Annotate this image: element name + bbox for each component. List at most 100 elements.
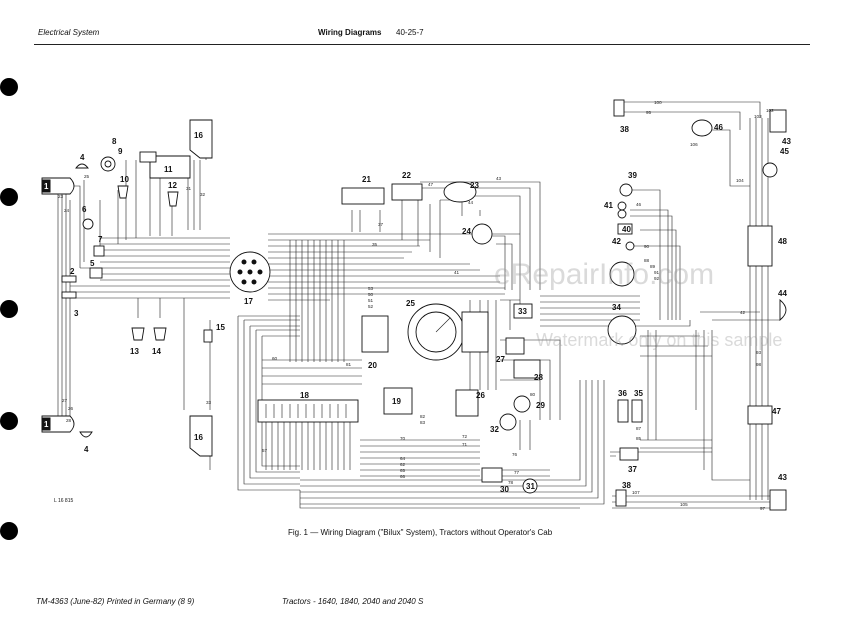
- tail-lamp-16-top: 16: [189, 119, 213, 159]
- watermark-sub: Watermark only on this sample: [536, 330, 783, 350]
- indicator-31: 31: [522, 478, 538, 494]
- svg-text:46: 46: [636, 202, 642, 207]
- figure-caption: Fig. 1 — Wiring Diagram ("Bilux" System)…: [288, 528, 553, 537]
- switch-27: 27: [496, 337, 525, 364]
- svg-text:100: 100: [654, 100, 662, 105]
- svg-text:27: 27: [62, 398, 68, 403]
- svg-text:28: 28: [534, 373, 543, 382]
- switch-26: 26: [455, 389, 485, 417]
- svg-text:83: 83: [420, 420, 426, 425]
- headlamp-bottom: 1: [41, 415, 75, 433]
- svg-text:41: 41: [454, 270, 460, 275]
- punch-hole: [0, 522, 18, 540]
- svg-text:14: 14: [152, 347, 161, 356]
- horn-4-bottom: 4: [79, 431, 93, 454]
- svg-text:81: 81: [346, 362, 352, 367]
- svg-text:2: 2: [70, 267, 75, 276]
- svg-text:80: 80: [530, 392, 536, 397]
- switch-6: 6: [82, 205, 94, 230]
- svg-text:47: 47: [772, 407, 781, 416]
- sensor-10: 10: [117, 175, 129, 199]
- svg-text:30: 30: [500, 485, 509, 494]
- svg-text:71: 71: [462, 442, 468, 447]
- switch-15: 15: [203, 323, 225, 343]
- connector-37: 37: [619, 447, 639, 474]
- svg-text:15: 15: [216, 323, 225, 332]
- svg-text:39: 39: [628, 171, 637, 180]
- svg-text:38: 38: [620, 125, 629, 134]
- switch-30: 30: [481, 467, 509, 494]
- switch-7: 7: [93, 235, 105, 257]
- svg-text:35: 35: [372, 242, 378, 247]
- connector-33: 33: [513, 303, 533, 319]
- svg-text:44: 44: [468, 200, 474, 205]
- watermark: eRepairInfo.com: [494, 258, 715, 291]
- svg-text:41: 41: [604, 201, 613, 210]
- sender-32: 32: [490, 413, 517, 434]
- header-page-number: 40-25-7: [396, 28, 424, 37]
- lamp-39: 39: [619, 171, 637, 197]
- svg-text:87: 87: [636, 426, 642, 431]
- switch-35-36: 36 35: [617, 389, 643, 423]
- svg-text:8: 8: [112, 137, 117, 146]
- svg-text:3: 3: [74, 309, 79, 318]
- relay-21: 21: [341, 175, 385, 205]
- svg-text:11: 11: [164, 165, 173, 174]
- svg-text:50: 50: [368, 292, 374, 297]
- svg-text:76: 76: [512, 452, 518, 457]
- svg-text:37: 37: [378, 222, 384, 227]
- svg-text:51: 51: [368, 298, 374, 303]
- svg-text:57: 57: [262, 448, 268, 453]
- svg-text:22: 22: [402, 171, 411, 180]
- wire-number-labels: 100 95 104 102 103 23 24 25 26 27 28 31 …: [58, 100, 774, 511]
- relay-5: 5: [89, 259, 103, 279]
- connector-3: 3: [61, 291, 79, 318]
- svg-text:45: 45: [780, 147, 789, 156]
- svg-text:24: 24: [64, 208, 70, 213]
- header-title: Wiring Diagrams: [318, 28, 382, 37]
- svg-text:72: 72: [462, 434, 468, 439]
- switch-29: 29: [513, 395, 545, 413]
- svg-text:31: 31: [526, 482, 535, 491]
- svg-text:32: 32: [200, 192, 206, 197]
- lamp-40: 40: [617, 223, 633, 235]
- horn-4-top: 4: [75, 153, 89, 169]
- svg-text:105: 105: [680, 502, 688, 507]
- connector-47: 47: [747, 405, 781, 425]
- svg-text:27: 27: [496, 355, 505, 364]
- svg-text:23: 23: [470, 181, 479, 190]
- svg-text:7: 7: [98, 235, 103, 244]
- lamp-11: 11: [139, 151, 191, 179]
- lamp-38-top: 38: [613, 99, 629, 134]
- relay-19: 19: [383, 387, 413, 415]
- svg-text:43: 43: [778, 473, 787, 482]
- svg-text:93: 93: [756, 350, 762, 355]
- punch-hole: [0, 300, 18, 318]
- svg-text:10: 10: [120, 175, 129, 184]
- svg-text:28: 28: [66, 418, 72, 423]
- svg-text:89: 89: [650, 264, 656, 269]
- svg-text:91: 91: [654, 270, 660, 275]
- svg-text:19: 19: [392, 397, 401, 406]
- header-section: Electrical System: [38, 28, 100, 37]
- svg-text:43: 43: [782, 137, 791, 146]
- connector-48: 48: [747, 225, 787, 267]
- svg-text:52: 52: [368, 304, 374, 309]
- svg-text:26: 26: [68, 406, 74, 411]
- svg-text:77: 77: [514, 470, 520, 475]
- svg-text:42: 42: [612, 237, 621, 246]
- fuse-box-18: 18: [257, 391, 359, 423]
- svg-text:44: 44: [778, 289, 787, 298]
- connector-17: 17: [229, 251, 271, 306]
- relay-22: 22: [391, 171, 423, 201]
- svg-text:46: 46: [714, 123, 723, 132]
- svg-text:5: 5: [90, 259, 95, 268]
- header-rule: [34, 44, 810, 45]
- switch-20: 20: [361, 315, 389, 370]
- svg-text:102: 102: [766, 108, 774, 113]
- svg-text:65: 65: [400, 468, 406, 473]
- svg-text:98: 98: [756, 362, 762, 367]
- svg-text:4: 4: [84, 445, 89, 454]
- svg-text:16: 16: [194, 433, 203, 442]
